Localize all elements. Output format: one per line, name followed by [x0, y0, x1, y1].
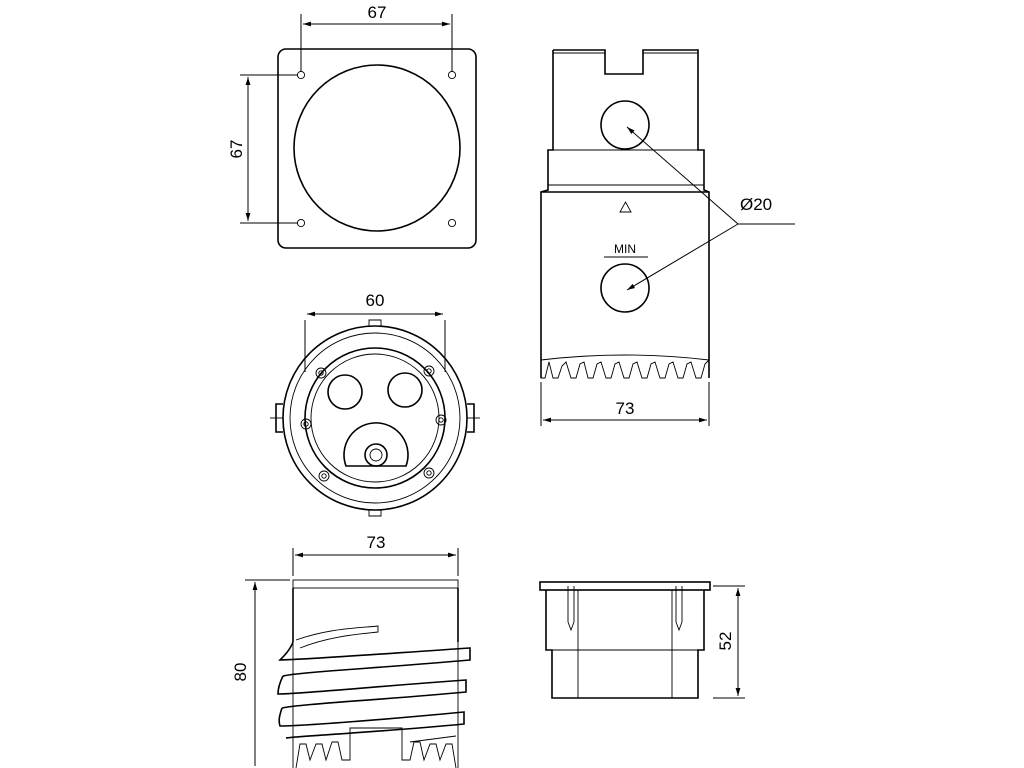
- side-view-body: [540, 49, 710, 379]
- threaded-body-view: [277, 579, 471, 768]
- dimension-label: 67: [368, 3, 387, 22]
- dimension-hole-diameter: Ø20: [626, 126, 795, 291]
- dimension-label: Ø20: [740, 195, 772, 214]
- dimension-flange-height: 67: [227, 74, 298, 224]
- dimension-body-height: 80: [231, 579, 290, 766]
- dimension-flange-width: 67: [300, 3, 453, 72]
- dimension-side-width: 73: [540, 382, 710, 426]
- cup-view: [539, 581, 711, 699]
- dimension-label: 60: [366, 291, 385, 310]
- dimension-label: 73: [616, 399, 635, 418]
- dimension-cup-height: 52: [713, 585, 745, 699]
- dimension-label: 73: [367, 533, 386, 552]
- flange-top-view: [277, 48, 477, 249]
- dimension-body-width: 73: [292, 533, 459, 576]
- dimension-label: 67: [227, 140, 246, 159]
- dimension-bottom-diameter: 60: [304, 291, 446, 372]
- min-mark-label: MIN: [614, 242, 636, 256]
- dimension-label: 80: [231, 663, 250, 682]
- bottom-view: [270, 319, 480, 517]
- dimension-label: 52: [716, 632, 735, 651]
